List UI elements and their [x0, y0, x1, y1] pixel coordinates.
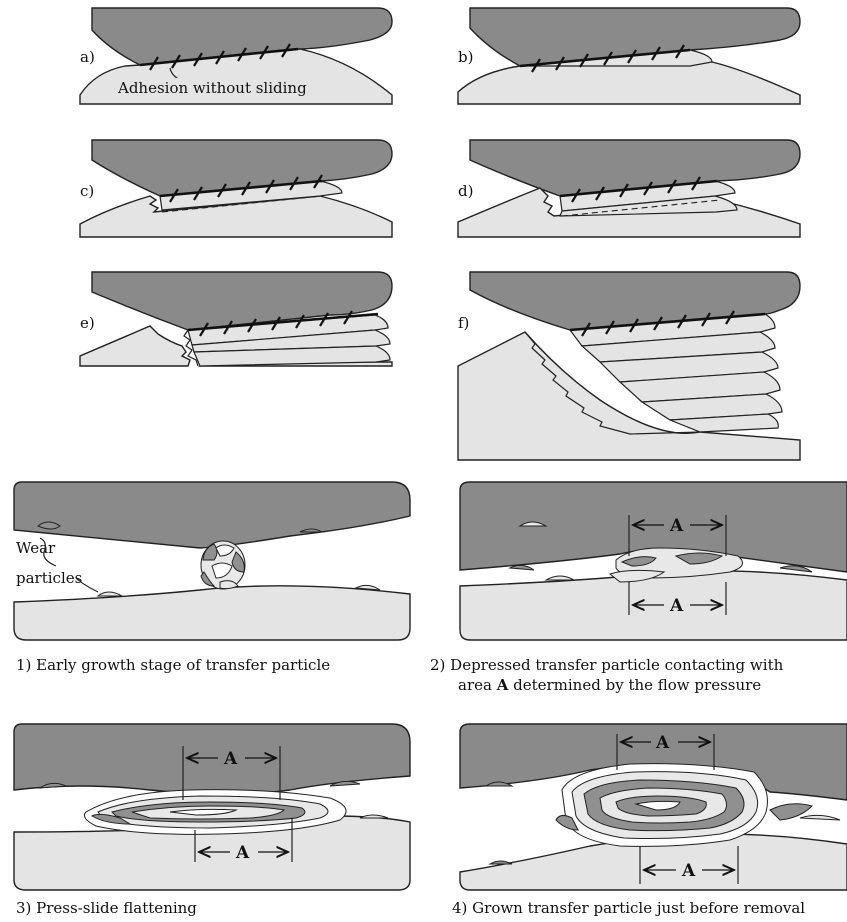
panel-c-letter: c)	[80, 182, 94, 200]
area-a-label-bottom: A	[669, 596, 684, 616]
caption-1: 1) Early growth stage of transfer partic…	[16, 656, 330, 674]
wear-label: Wear	[16, 539, 56, 557]
area-a-label-top-4: A	[655, 733, 670, 753]
area-a-label-bottom-4: A	[681, 861, 696, 881]
panel-d: d)	[458, 140, 800, 237]
panel-b: b)	[458, 8, 800, 104]
panel-1: Wear particles	[14, 482, 410, 640]
panel-4: A A	[460, 724, 847, 890]
caption-3: 3) Press-slide flattening	[16, 899, 197, 917]
panel-f-letter: f)	[458, 314, 469, 332]
panel-3: A A	[14, 724, 410, 890]
caption-2-line1: 2) Depressed transfer particle contactin…	[430, 656, 784, 674]
panel-d-letter: d)	[458, 182, 473, 200]
transfer-particle	[201, 541, 245, 589]
area-a-label-top-3: A	[223, 749, 238, 769]
area-a-label-bottom-3: A	[235, 843, 250, 863]
panel-a: Adhesion without sliding a)	[80, 8, 392, 104]
panel-c: c)	[80, 140, 392, 237]
panel-e: e)	[80, 272, 392, 366]
panel-a-letter: a)	[80, 48, 95, 66]
panel-f: f)	[458, 272, 800, 460]
area-a-label-top: A	[669, 516, 684, 536]
particles-label: particles	[16, 569, 82, 587]
panel-e-letter: e)	[80, 314, 95, 332]
panel-b-letter: b)	[458, 48, 473, 66]
adhesion-label: Adhesion without sliding	[117, 79, 307, 97]
panel-2: A A	[460, 482, 847, 640]
caption-4: 4) Grown transfer particle just before r…	[452, 899, 805, 917]
caption-2-line2: area A determined by the flow pressure	[458, 676, 761, 694]
